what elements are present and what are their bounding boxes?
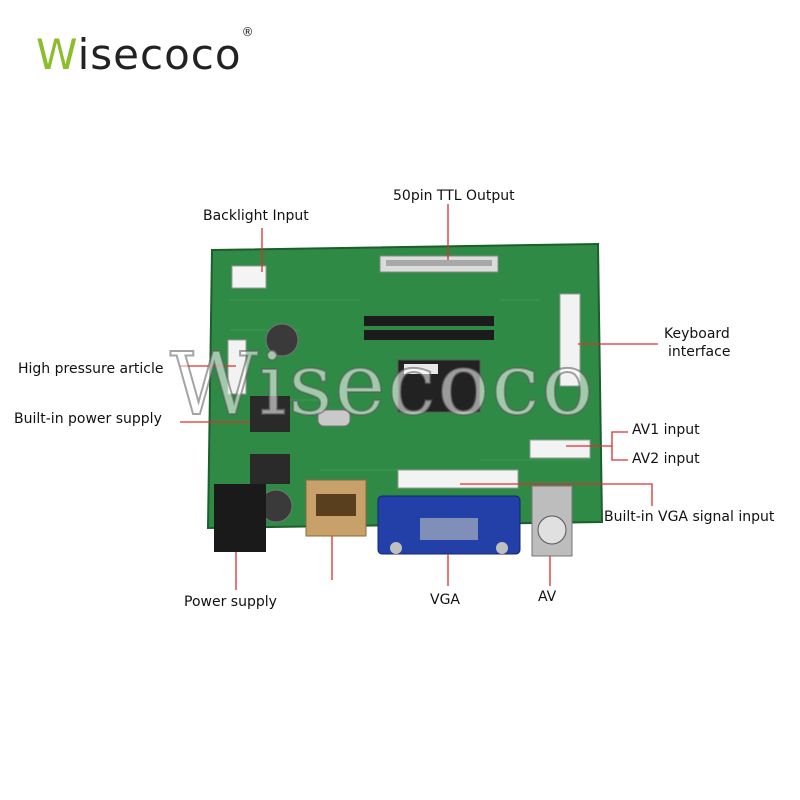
inductor	[250, 454, 290, 484]
label-builtin-power: Built-in power supply	[14, 411, 162, 427]
label-power-supply: Power supply	[184, 594, 277, 610]
brand-watermark: Wisecoco	[169, 334, 596, 436]
logo-text: isecoco	[77, 30, 242, 79]
logo-initial: W	[36, 30, 78, 79]
brand-logo: Wisecoco®	[36, 25, 255, 79]
high-pressure-connector	[227, 339, 247, 395]
av-connector	[529, 439, 591, 459]
callout-lines	[180, 204, 658, 590]
registered-mark: ®	[241, 25, 255, 39]
label-av1-input: AV1 input	[632, 422, 700, 438]
vga-internal-connector	[397, 469, 519, 489]
label-backlight-input: Backlight Input	[203, 208, 309, 224]
backlight-connector	[231, 265, 267, 289]
label-keyboard-interface-2: interface	[668, 344, 731, 360]
label-vga-signal-input: Built-in VGA signal input	[604, 509, 775, 525]
keyboard-connector	[559, 293, 581, 387]
label-high-pressure: High pressure article	[18, 361, 164, 377]
regulator	[250, 396, 290, 432]
label-av2-input: AV2 input	[632, 451, 700, 467]
capacitor-1	[265, 323, 299, 357]
crystal	[317, 409, 351, 427]
label-keyboard-interface-1: Keyboard	[664, 326, 730, 342]
pin-header	[364, 316, 494, 340]
power-jack	[214, 484, 266, 552]
label-av: AV	[538, 589, 557, 605]
label-ttl-output: 50pin TTL Output	[393, 188, 515, 204]
label-vga: VGA	[430, 592, 461, 608]
